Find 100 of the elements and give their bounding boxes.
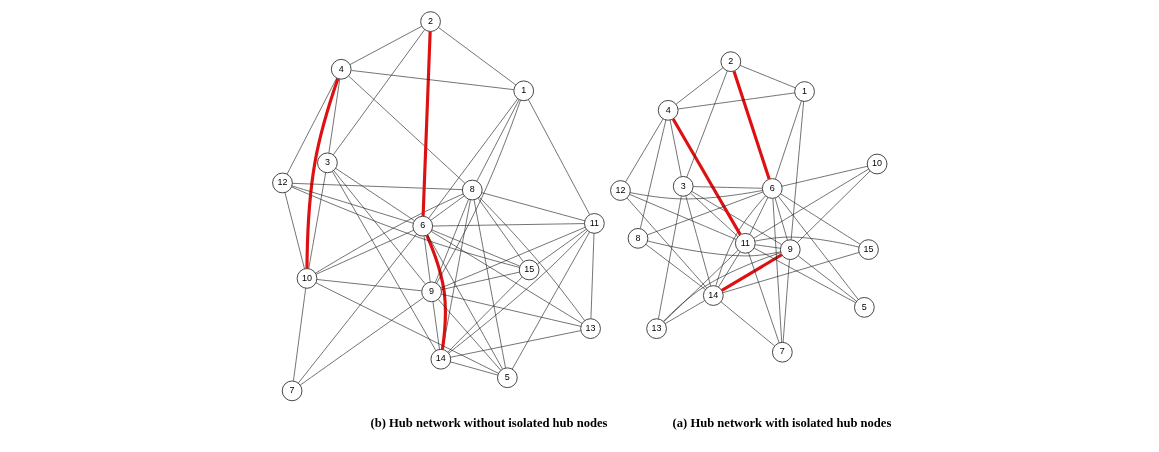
connector xyxy=(722,252,859,293)
connector xyxy=(715,195,766,286)
connector xyxy=(350,70,514,90)
connector xyxy=(720,301,775,347)
connector xyxy=(440,293,581,327)
connector xyxy=(449,361,498,376)
connector xyxy=(437,299,501,371)
connector xyxy=(664,300,705,324)
node-circle: 12 xyxy=(271,172,293,194)
connector xyxy=(685,70,727,178)
connector xyxy=(423,235,431,283)
connector xyxy=(590,233,594,319)
connector xyxy=(304,78,339,269)
connector xyxy=(511,231,590,370)
connector xyxy=(739,65,796,89)
connector xyxy=(431,229,520,267)
connector xyxy=(753,247,856,303)
connector xyxy=(481,192,585,222)
connector xyxy=(690,191,782,245)
connector xyxy=(334,168,415,221)
connector xyxy=(527,99,590,215)
connector xyxy=(717,251,740,288)
node-circle: 6 xyxy=(761,178,783,199)
connector xyxy=(347,75,465,184)
label: (b) Hub network without isolated hub nodes xyxy=(370,415,608,430)
connector xyxy=(790,101,804,241)
node-circle: 9 xyxy=(420,281,442,303)
connector xyxy=(536,229,586,265)
connector xyxy=(677,92,795,110)
connector xyxy=(774,100,802,180)
connector xyxy=(291,183,462,190)
connector xyxy=(646,191,763,236)
connector xyxy=(450,330,581,358)
connector xyxy=(628,194,736,240)
connector xyxy=(292,288,306,382)
connector xyxy=(624,118,663,183)
node-circle: 10 xyxy=(296,268,317,289)
connector xyxy=(429,195,464,221)
node-circle: 4 xyxy=(657,100,678,121)
connector xyxy=(781,165,868,187)
connector xyxy=(437,27,516,86)
connector xyxy=(314,193,463,274)
node-circle: 5 xyxy=(853,297,875,318)
connector xyxy=(663,250,738,322)
connector xyxy=(432,301,440,350)
node-circle: 11 xyxy=(583,213,605,234)
connector xyxy=(685,195,711,287)
connector xyxy=(431,223,585,227)
connector xyxy=(291,185,413,224)
connector xyxy=(421,31,432,217)
node-circle: 14 xyxy=(430,348,451,370)
connector xyxy=(447,276,522,353)
connector xyxy=(286,77,337,175)
connector xyxy=(478,196,585,321)
connector xyxy=(639,119,666,229)
node-circle: 14 xyxy=(702,285,724,306)
connector xyxy=(692,186,762,189)
connector xyxy=(748,197,768,235)
connector xyxy=(675,67,723,105)
connector xyxy=(297,233,417,384)
node-circle: 3 xyxy=(316,152,338,174)
connector xyxy=(646,240,781,257)
connector xyxy=(307,172,326,269)
connector xyxy=(315,282,499,374)
connector xyxy=(440,271,520,290)
connector xyxy=(424,234,447,350)
connector xyxy=(754,236,859,248)
connector xyxy=(662,252,781,322)
label: (a) Hub network with isolated hub nodes xyxy=(672,415,891,430)
node-circle: 3 xyxy=(672,176,694,197)
node-circle: 6 xyxy=(411,215,433,237)
connector xyxy=(796,170,870,243)
node-circle: 11 xyxy=(734,233,756,254)
connector xyxy=(689,192,738,237)
connector xyxy=(426,234,503,370)
node-circle: 4 xyxy=(330,58,352,80)
connector xyxy=(349,26,422,65)
connector xyxy=(435,99,521,284)
connector xyxy=(434,199,469,283)
connector xyxy=(299,297,424,386)
connector xyxy=(328,78,340,154)
connector xyxy=(316,279,422,292)
node-circle: 10 xyxy=(866,153,887,175)
connector xyxy=(732,70,771,180)
connector xyxy=(779,193,860,245)
node-circle: 8 xyxy=(461,179,483,201)
connector xyxy=(448,230,588,354)
node-circle: 1 xyxy=(512,80,534,102)
node-circle: 7 xyxy=(771,341,793,363)
connector xyxy=(290,186,520,268)
connector xyxy=(626,197,707,289)
node-circle: 8 xyxy=(627,228,648,249)
node-circle: 9 xyxy=(779,239,801,260)
connector xyxy=(473,199,506,369)
node-circle: 2 xyxy=(419,11,441,32)
node-circle: 15 xyxy=(518,259,539,281)
node-circle: 13 xyxy=(579,318,601,339)
node-circle: 7 xyxy=(281,380,302,402)
connector xyxy=(754,244,781,249)
connector xyxy=(772,198,782,343)
